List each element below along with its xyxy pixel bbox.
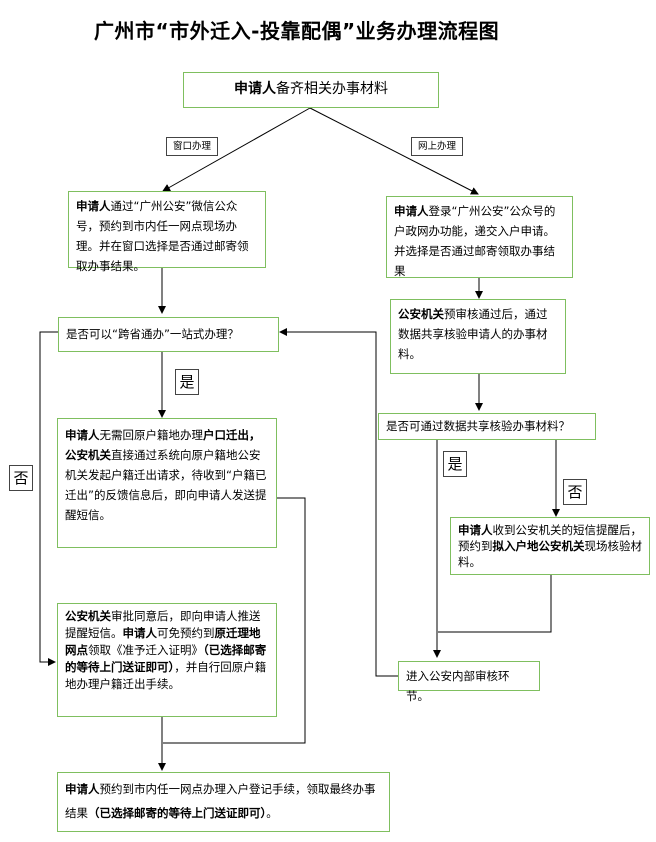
start-text: 备齐相关办事材料: [276, 81, 388, 97]
yes-label-right: 是: [443, 451, 467, 477]
left3-b1: 公安机关: [65, 609, 111, 623]
start-box: 申请人备齐相关办事材料: [183, 72, 439, 108]
line-right3-to-internal: [438, 575, 552, 633]
right3-bold: 申请人: [458, 523, 493, 537]
no-label-right: 否: [563, 479, 587, 505]
final-end: 。: [266, 806, 278, 820]
right3-end: 现场核验材料。: [458, 539, 642, 569]
start-bold: 申请人: [234, 81, 276, 97]
no-label-left: 否: [9, 465, 33, 491]
arrow-no-left-loop: [39, 331, 58, 666]
right2-box: 公安机关预审核通过后，通过数据共享核验申请人的办事材料。: [390, 299, 566, 374]
line-left2-to-final: [163, 497, 306, 744]
yes-label-left: 是: [175, 369, 199, 395]
left3-t3: 领取《准予迁入证明》: [88, 643, 203, 657]
left1-box: 申请人通过“广州公安”微信公众号，预约到市内任一网点现场办理。并在窗口选择是否通…: [68, 191, 266, 273]
final-bold: 申请人: [65, 782, 100, 796]
left1-bold: 申请人: [76, 199, 111, 213]
right1-box: 申请人登录“广州公安”公众号的户政网办功能，递交入户申请。并选择是否通过邮寄领取…: [386, 196, 573, 278]
window-label: 窗口办理: [166, 137, 218, 156]
left3-b4: （已选择邮寄的等待上门送证即可）: [65, 643, 267, 674]
arrow-internal-to-decision: [279, 328, 398, 677]
left1-text: 通过“广州公安”微信公众号，预约到市内任一网点现场办理。并在窗口选择是否通过邮寄…: [76, 199, 249, 273]
internal-box: 进入公安内部审核环节。: [398, 661, 540, 703]
left3-t4: ，并自行回原户籍地办理户籍迁出手续。: [65, 660, 267, 691]
left2-p1-text: 无需回原户籍地办理: [99, 428, 204, 442]
right1-text: 登录“广州公安”公众号的户政网办功能，递交入户申请。并选择是否通过邮寄领取办事结…: [394, 204, 556, 278]
left2-box: 申请人无需回原户籍地办理户口迁出， 公安机关直接通过系统向原户籍地公安机关发起户籍…: [57, 418, 277, 548]
arrow-start-to-online: [309, 107, 479, 195]
decision-left-box: 是否可以“跨省通办”一站式办理？: [58, 317, 279, 352]
left3-t1: 审批同意后，即向申请人推送提醒短信。: [65, 609, 261, 640]
decision-right-box: 是否可通过数据共享核验办事材料？: [378, 413, 596, 440]
arrow-start-to-window: [162, 107, 311, 192]
right2-bold: 公安机关: [398, 307, 444, 321]
right2-text: 预审核通过后，通过数据共享核验申请人的办事材料。: [398, 307, 548, 361]
left2-p2-bold: 公安机关: [65, 448, 111, 462]
right3-box: 申请人收到公安机关的短信提醒后，预约到拟入户地公安机关现场核验材料。: [450, 517, 650, 575]
right3-bold2: 拟入户地公安机关: [492, 539, 585, 553]
left2-p1-end: ，: [249, 428, 261, 442]
left2-p2-text: 直接通过系统向原户籍地公安机关发起户籍迁出请求，待收到“户籍已迁出”的反馈信息后…: [65, 448, 267, 522]
final-box: 申请人预约到市内任一网点办理入户登记手续，领取最终办事结果（已选择邮寄的等待上门…: [57, 772, 390, 832]
left3-b2: 申请人: [122, 626, 158, 640]
left2-p1-bold: 申请人: [65, 428, 100, 442]
final-bold2: （已选择邮寄的等待上门送证即可）: [88, 806, 267, 820]
left2-p1-bold2: 户口迁出: [203, 428, 249, 442]
page-title: 广州市“市外迁入-投靠配偶”业务办理流程图: [94, 19, 500, 43]
final-text: 预约到市内任一网点办理入户登记手续，领取最终办事结果: [65, 782, 376, 820]
right1-bold: 申请人: [394, 204, 429, 218]
left3-box: 公安机关审批同意后，即向申请人推送提醒短信。申请人可免预约到原迁理地网点领取《准…: [57, 603, 277, 717]
online-label: 网上办理: [411, 137, 463, 156]
left3-t2: 可免预约到: [157, 626, 215, 640]
right3-text: 收到公安机关的短信提醒后，预约到: [458, 523, 642, 553]
left3-b3: 原迁理地网点: [65, 626, 261, 657]
